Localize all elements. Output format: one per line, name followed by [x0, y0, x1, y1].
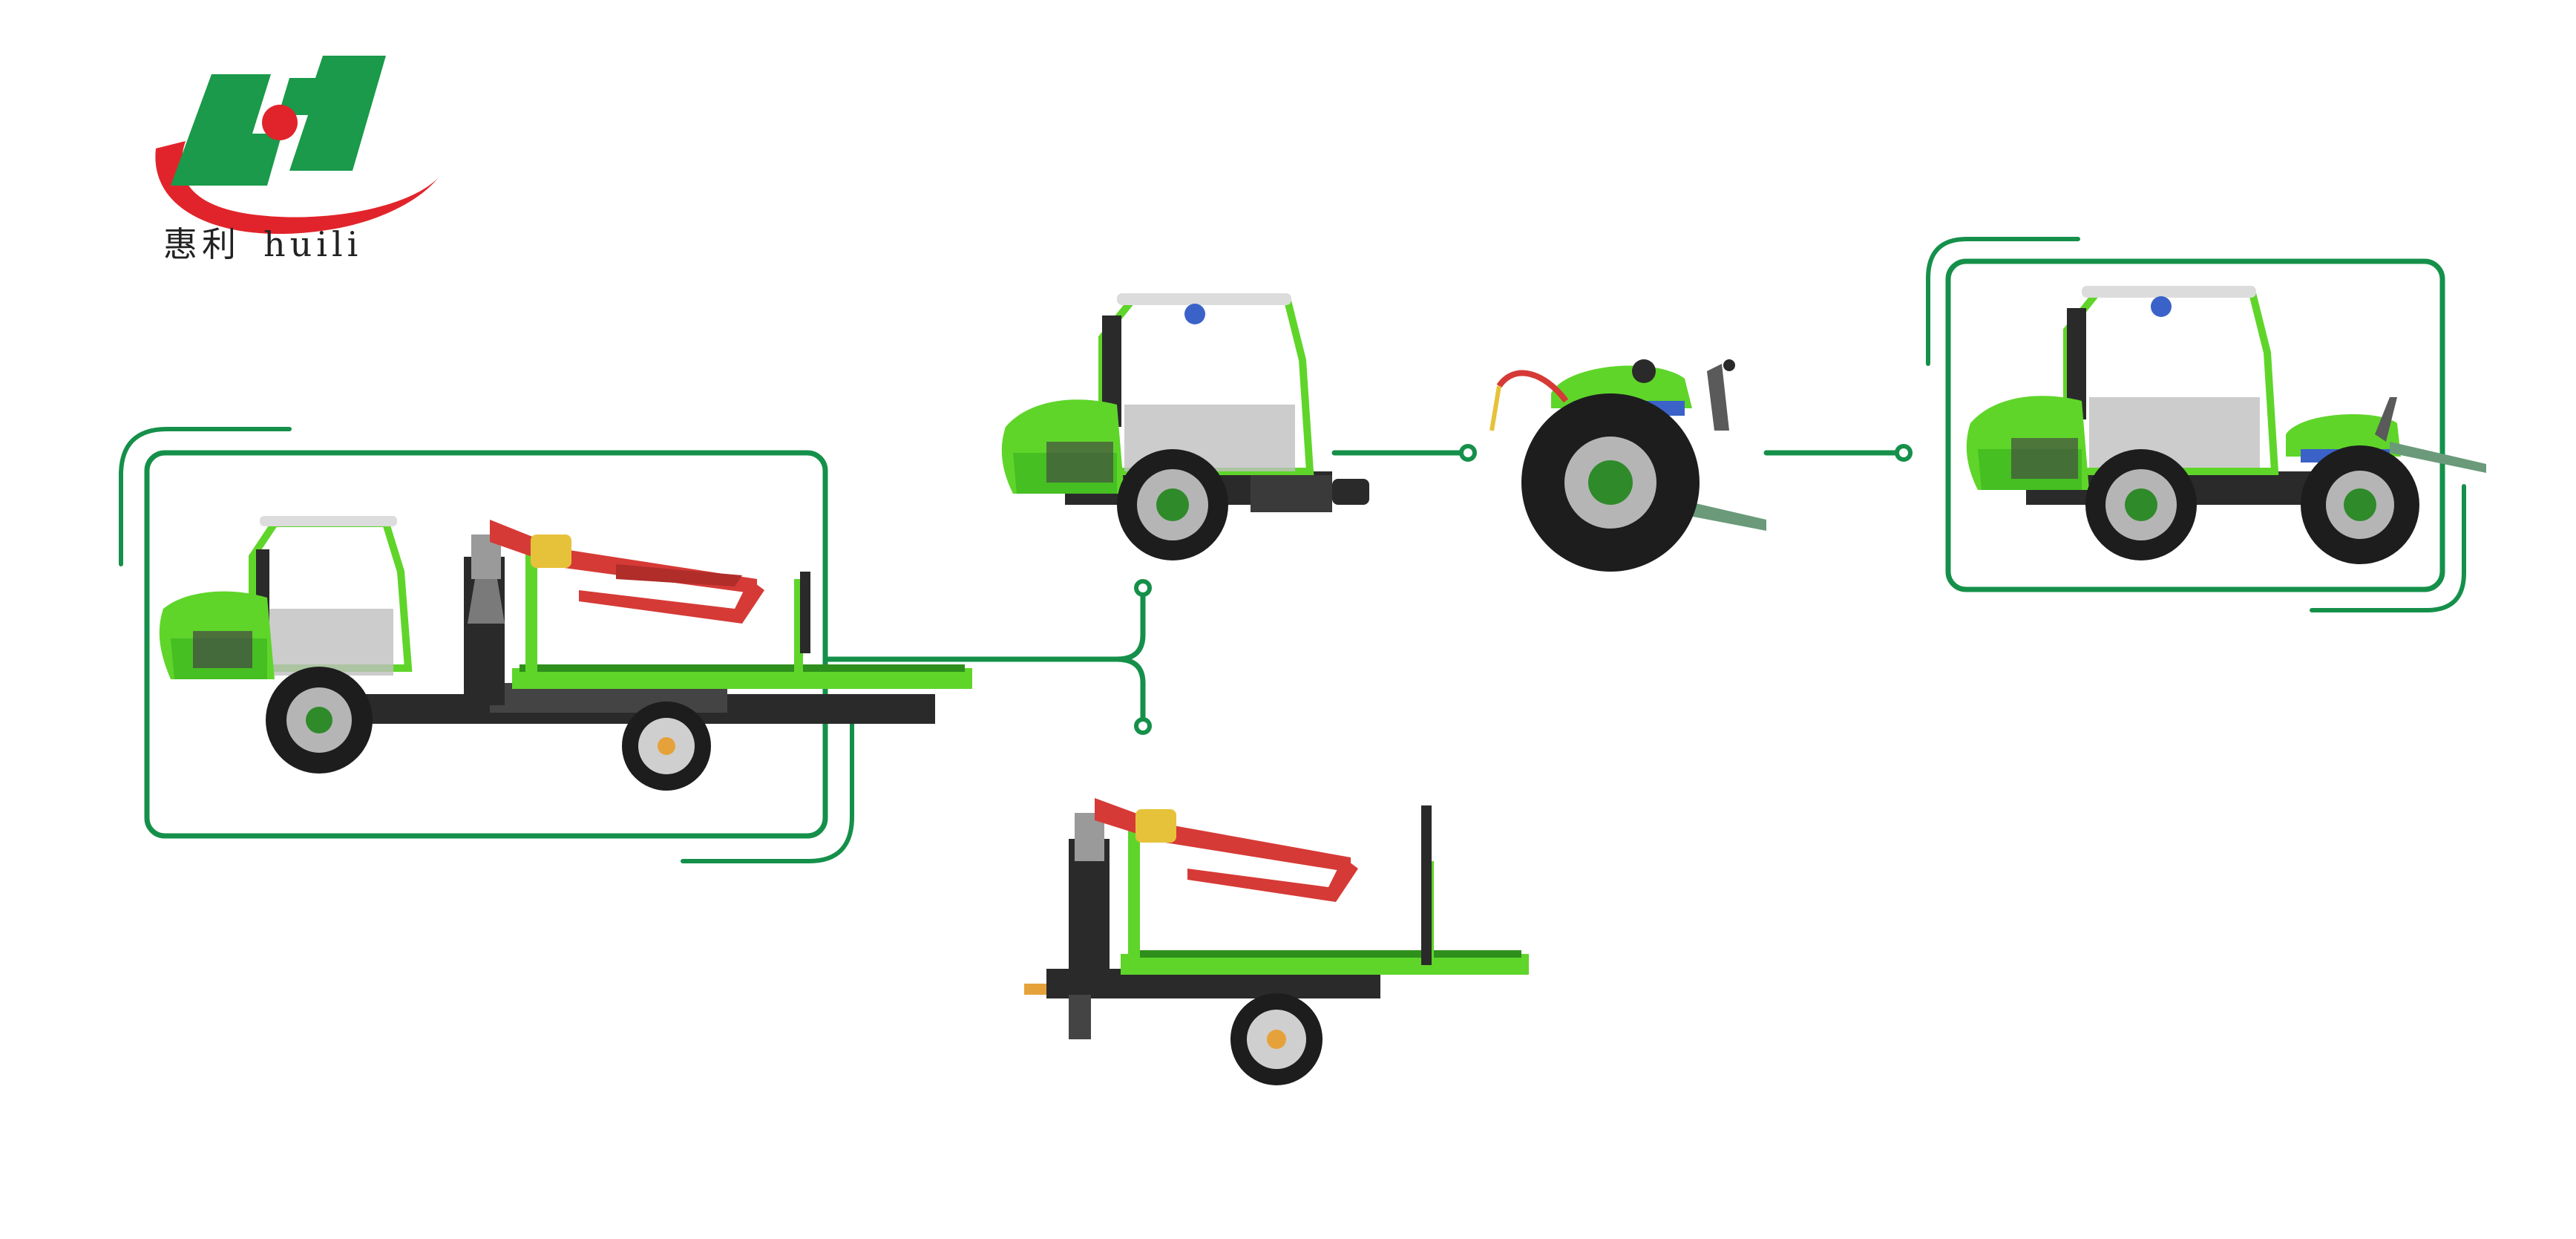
brand-name-en: huili — [263, 224, 362, 264]
rear-axle-module-icon — [1489, 359, 1766, 572]
crane-trailer-icon — [1024, 798, 1529, 1085]
huili-logo: 惠利 huili — [155, 56, 439, 264]
crane-truck-icon — [159, 516, 972, 791]
logo-red-swoosh — [155, 141, 439, 235]
frame-right — [1926, 237, 2466, 612]
rear-axle-wheel — [1521, 393, 1700, 572]
connector-lines — [822, 450, 1907, 729]
four-wheel-tractor-icon — [1966, 286, 2486, 564]
crane-truck-front-wheel — [266, 667, 373, 774]
logo-green-left — [171, 74, 282, 186]
brand-name-cn: 惠利 — [163, 224, 240, 264]
logo-green-right — [278, 56, 386, 171]
frame-left — [119, 427, 854, 863]
four-wheel-tractor-rear-wheel — [2301, 445, 2419, 564]
connector-nodes — [1134, 444, 1913, 735]
crane-truck-rear-wheel — [622, 702, 711, 791]
four-wheel-tractor-front-wheel — [2085, 449, 2197, 560]
logo-red-dot — [262, 105, 298, 140]
crane-trailer-wheel — [1230, 993, 1323, 1085]
tractor-head-wheel — [1117, 449, 1228, 560]
tractor-head-icon — [1001, 293, 1369, 560]
